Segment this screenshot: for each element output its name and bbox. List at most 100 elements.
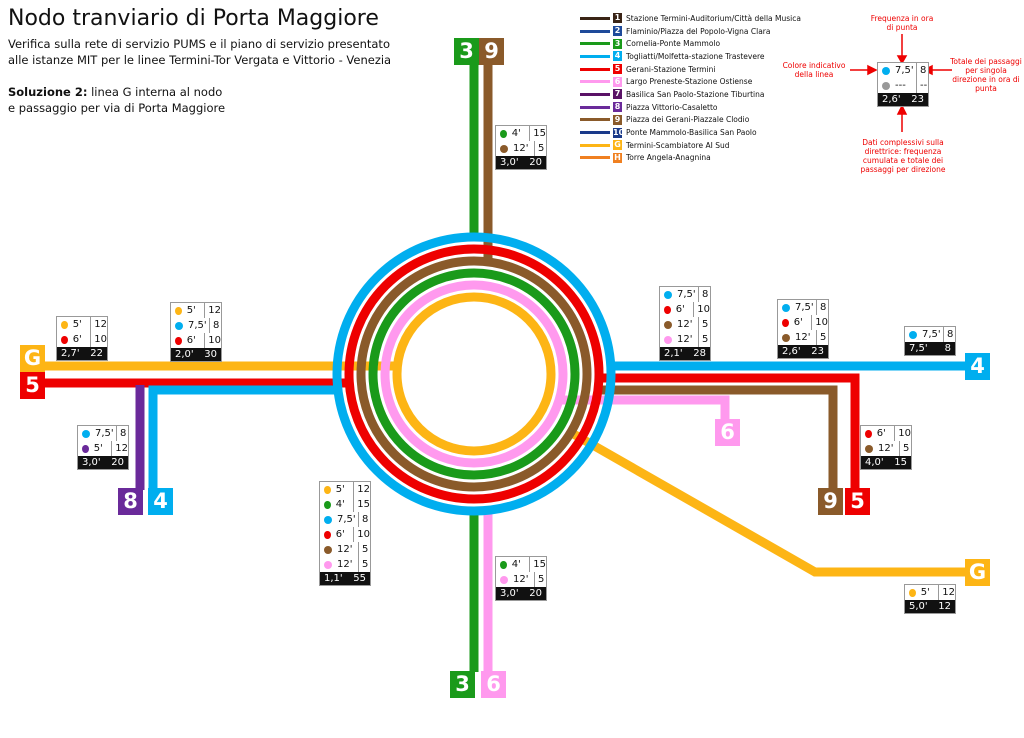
subtitle-line-2: alle istanze MIT per le linee Termini-To… [8, 53, 392, 67]
frequency: 5' [186, 305, 196, 316]
frequency: 5' [335, 484, 345, 495]
legend-line-number: 9 [613, 114, 622, 125]
box-row: 12'5 [320, 557, 370, 572]
box-total: 2,1'28 [660, 347, 710, 360]
line-color-dot [82, 444, 89, 453]
frequency: 4' [511, 128, 521, 139]
line-label-6: 6 [715, 419, 740, 446]
frequency: 12' [795, 332, 811, 343]
frequency: --- [895, 80, 906, 91]
box-total: 1,1'55 [320, 572, 370, 585]
frequency: 6' [186, 335, 196, 346]
total-frequency: 5,0' [909, 601, 928, 612]
legend-item: G Termini-Scambiatore AI Sud [580, 139, 801, 152]
frequency: 7,5' [795, 302, 814, 313]
passages: 10 [353, 527, 370, 542]
line-color-dot [324, 515, 332, 524]
line-color-dot [324, 560, 332, 569]
box-total: 4,0'15 [861, 456, 911, 469]
key-total-note: Totale dei passaggi per singola direzion… [950, 57, 1022, 93]
total-passages: 22 [90, 348, 103, 359]
box-row: 6'10 [171, 333, 221, 348]
box-row: ----- [878, 78, 928, 93]
box-row: 7,5'8 [320, 512, 370, 527]
passages: 5 [816, 330, 826, 345]
passages: 8 [358, 512, 368, 527]
frequency: 12' [337, 544, 353, 555]
total-frequency: 2,7' [61, 348, 80, 359]
passages: 8 [943, 327, 953, 342]
box-total: 2,6'23 [878, 93, 928, 106]
line-color-dot [61, 335, 68, 344]
legend-label: Termini-Scambiatore AI Sud [626, 140, 730, 150]
subtitle-line-1: Verifica sulla rete di servizio PUMS e i… [8, 37, 390, 51]
key-summary-note: Dati complessivi sulla direttrice: frequ… [860, 138, 946, 174]
box-row: 12' 5 [320, 542, 370, 557]
box-row: 5'12 [78, 441, 128, 456]
line-color-dot [500, 129, 507, 138]
line-label-3: 3 [454, 38, 479, 65]
line-color-dot [61, 320, 68, 329]
line-color-dot [865, 429, 872, 438]
line-label-6: 6 [481, 671, 506, 698]
frequency: 7,5' [337, 514, 356, 525]
line-label-3: 3 [450, 671, 475, 698]
legend-line-number: 6 [613, 76, 622, 87]
total-frequency: 1,1' [324, 573, 343, 584]
legend-label: Basilica San Paolo-Stazione Tiburtina [626, 89, 765, 99]
frequency: 5' [920, 587, 930, 598]
line-label-4: 4 [965, 353, 990, 380]
line-color-dot [664, 290, 672, 299]
frequency: 12' [677, 334, 693, 345]
passages: 10 [811, 315, 828, 330]
line-label-9: 9 [818, 488, 843, 515]
legend-label: Stazione Termini-Auditorium/Città della … [626, 13, 801, 23]
line-color-dot [782, 333, 790, 342]
passages: 15 [529, 126, 546, 141]
total-frequency: 2,1' [664, 348, 683, 359]
total-passages: 8 [944, 343, 951, 354]
line-color-dot [175, 306, 182, 315]
passages: 5 [698, 317, 708, 332]
box-row: 4'15 [496, 557, 546, 572]
legend-line-number: G [613, 140, 622, 151]
line-color-dot [175, 321, 183, 330]
legend-label: Piazza Vittorio-Casaletto [626, 102, 718, 112]
passages: 8 [116, 426, 126, 441]
page-title: Nodo tranviario di Porta Maggiore [8, 6, 379, 31]
solution-line-1: Soluzione 2: linea G interna al nodo [8, 84, 222, 101]
box-total: 2,0' 30 [171, 348, 221, 361]
box-row: 6'10 [778, 315, 828, 330]
passages: 8 [816, 300, 826, 315]
total-frequency: 2,0' [175, 349, 194, 360]
legend-line-swatch [580, 29, 610, 33]
line-label-8: 8 [118, 488, 143, 515]
line-color-dot [324, 545, 332, 554]
frequency: 7,5' [922, 329, 941, 340]
line-color-dot [324, 530, 331, 539]
line-color-dot [324, 485, 331, 494]
passages: 5 [899, 441, 909, 456]
box-row: 6'10 [57, 332, 107, 347]
total-passages: 30 [204, 349, 217, 360]
line-color-dot [500, 575, 508, 584]
passages: 10 [693, 302, 710, 317]
passages: 5 [358, 542, 368, 557]
box-total: 3,0'20 [78, 456, 128, 469]
line-color-dot [500, 560, 507, 569]
legend-line-number: 4 [613, 51, 622, 62]
key-frequency-note: Frequenza in ora di punta [870, 14, 934, 32]
frequency: 4' [335, 499, 345, 510]
total-passages: 20 [529, 157, 542, 168]
box-row: 12'5 [660, 317, 710, 332]
